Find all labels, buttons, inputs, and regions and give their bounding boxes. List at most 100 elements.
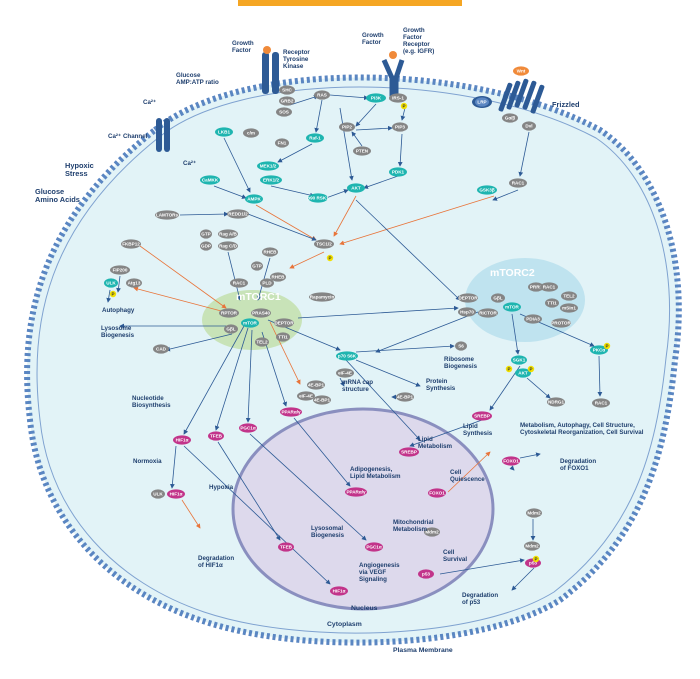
arrows-layer <box>106 94 603 591</box>
node-label: IRS-1 <box>392 96 404 101</box>
node-rac1-3: RAC1 <box>592 398 610 408</box>
node-gab: Gα/β <box>502 113 518 123</box>
node-label: REDD1/2 <box>228 212 248 217</box>
pathway-arrow <box>169 445 177 489</box>
node-deptor2: DEPTOR <box>458 293 478 303</box>
node-ndrg: NDRG1 <box>547 397 565 407</box>
node-hif-n: HIF1α <box>330 586 348 596</box>
node-label: MEK1/2 <box>260 164 277 169</box>
node-label: AKT <box>518 371 528 376</box>
node-label: p53 <box>529 561 537 566</box>
phospho-label: P <box>529 367 532 372</box>
pathway-arrow <box>297 305 459 319</box>
node-label: GβL <box>226 327 235 332</box>
label-hypoxia: Hypoxia <box>209 484 234 491</box>
pathway-arrow <box>519 452 541 459</box>
pathway-arrow <box>245 329 253 423</box>
node-fn1: FN1 <box>275 138 289 148</box>
phospho-label: P <box>328 256 331 261</box>
node-fkbp: FKBP12 <box>121 239 141 249</box>
node-label: Mdm2 <box>425 530 439 535</box>
node-akt2: AKT <box>515 368 531 378</box>
node-tti1: TTI1 <box>276 332 290 342</box>
pathway-arrow <box>214 327 249 431</box>
node-pip3: PIP3 <box>392 122 408 132</box>
node-label: GTP <box>201 232 210 237</box>
top-bar <box>238 0 462 6</box>
node-ampk: AMPK <box>245 194 263 204</box>
pathway-arrow <box>223 137 251 193</box>
label-adipogenesis: Adipogenesis,Lipid Metabolism <box>350 466 401 480</box>
pathway-arrow <box>133 286 226 313</box>
node-fip: FIP200 <box>110 265 130 275</box>
node-protor: PROTOR <box>551 318 571 328</box>
node-label: Atg13 <box>128 281 141 286</box>
node-label: AKT <box>351 186 361 191</box>
phospho-label: P <box>534 557 537 562</box>
growth-factor-dot-1 <box>263 46 271 54</box>
node-p53-n: p53 <box>418 569 434 579</box>
cytoplasm-label: Cytoplasm <box>327 621 362 628</box>
node-mdm-c1: Mdm2 <box>526 508 542 518</box>
node-hsp: Hsp70 <box>458 307 476 317</box>
pathway-arrow <box>181 499 201 529</box>
node-ebp1: 4E-BP1 <box>307 380 325 390</box>
node-cmyc: c/m <box>243 128 259 138</box>
pathway-arrow <box>397 133 403 167</box>
pathway-arrow <box>333 195 357 237</box>
node-label: ERK1/2 <box>263 178 280 183</box>
node-pdia: PDIA3 <box>524 314 542 324</box>
node-s6k: p70 S6K <box>336 351 358 361</box>
node-label: FOXO1 <box>503 459 519 464</box>
node-mdm-n: Mdm2 <box>424 527 440 537</box>
pathway-arrow <box>526 377 551 399</box>
node-pten: PTEN <box>353 146 371 156</box>
node-rac1-m: RAC1 <box>230 278 248 288</box>
label-normoxia: Normoxia <box>133 458 162 465</box>
node-rapa: Rapamycin <box>309 292 335 302</box>
node-raf1: Raf-1 <box>306 133 324 143</box>
node-label: TSC1/2 <box>316 242 332 247</box>
node-lamtor: LAMTORs <box>155 210 179 220</box>
pathway-arrow <box>289 94 319 106</box>
label-metabolism-note: Metabolism, Autophagy, Cell Structure,Cy… <box>520 422 644 436</box>
mtorc1-label: mTORC1 <box>236 291 281 303</box>
node-label: mSin1 <box>562 306 576 311</box>
node-tti1b: TTI1 <box>545 298 559 308</box>
pathway-arrow <box>217 441 281 541</box>
node-label: TTI1 <box>278 335 288 340</box>
node-label: PIP3 <box>395 125 405 130</box>
pathway-arrow <box>492 189 519 201</box>
phospho-badge: P <box>527 365 535 373</box>
node-label: PKCα <box>593 348 606 353</box>
node-label: PIP2 <box>342 125 352 130</box>
node-rheb1: RHEB <box>262 247 278 257</box>
node-lkb1: LKB1 <box>215 127 233 137</box>
node-s6: S6 <box>455 341 467 351</box>
pathway-arrow <box>355 125 393 131</box>
node-label: DEPTOR <box>274 321 294 326</box>
ca-channel-icon <box>156 118 170 152</box>
pathway-arrow <box>355 343 455 353</box>
pathway-arrow <box>329 94 369 101</box>
node-label: TEL2 <box>256 340 268 345</box>
node-label: 4E-BP1 <box>308 383 325 388</box>
label-ca-in: Ca²⁺ <box>183 160 196 167</box>
node-gbl: GβL <box>224 324 238 334</box>
receptor-tyrosine-kinase-icon <box>262 52 279 94</box>
node-gtp2: GTP <box>251 261 263 271</box>
node-srebp-n: SREBP <box>399 447 419 457</box>
label-ca-top: Ca²⁺ <box>143 99 156 106</box>
node-label: HIF1α <box>176 438 189 443</box>
node-label: CaMKK <box>202 178 219 183</box>
node-label: LRP <box>477 100 486 105</box>
node-label: CAD <box>156 347 167 352</box>
node-ppar-n: PPARα/γ <box>345 487 367 497</box>
